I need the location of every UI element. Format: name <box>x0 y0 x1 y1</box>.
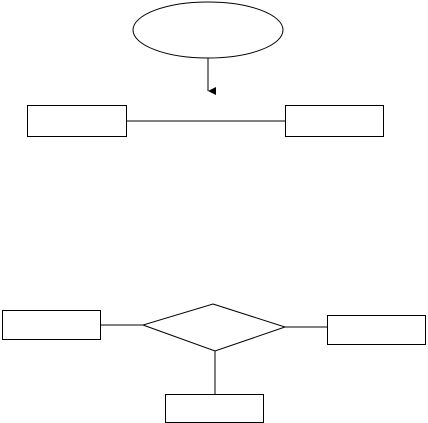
lower-right-box[interactable] <box>327 315 426 345</box>
decision-diamond[interactable] <box>141 303 287 352</box>
upper-left-box[interactable] <box>27 105 127 137</box>
lower-left-box[interactable] <box>2 310 101 340</box>
bottom-box[interactable] <box>165 394 264 423</box>
upper-right-box[interactable] <box>285 105 384 137</box>
top-ellipse[interactable] <box>132 1 284 59</box>
connectors <box>101 58 327 394</box>
